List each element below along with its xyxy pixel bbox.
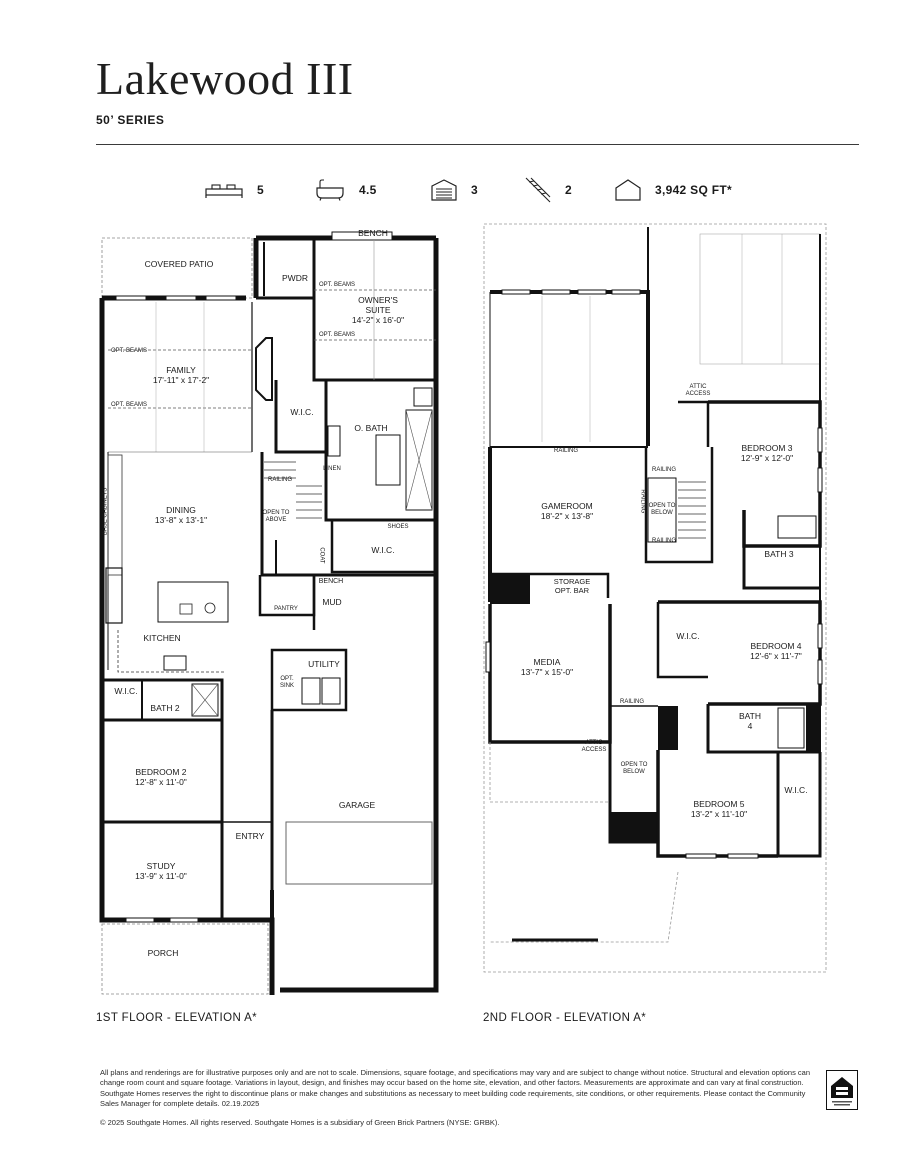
label-kitchen: KITCHEN <box>143 633 181 643</box>
label-utility: UTILITY <box>308 659 340 669</box>
label-bedroom-5: BEDROOM 5 13'-2" x 11'-10" <box>690 799 748 819</box>
label-wic-bedroom-4: W.I.C. <box>676 631 700 641</box>
label-dining: DINING 13'-8" x 13'-1" <box>154 505 208 525</box>
label-family: FAMILY 17'-11" x 17'-2" <box>152 365 210 385</box>
second-floor-drawing <box>483 223 827 973</box>
label-covered-patio: COVERED PATIO <box>144 259 214 269</box>
equal-housing-opportunity-logo <box>826 1070 858 1110</box>
spec-stories: 2 <box>525 172 572 208</box>
spec-bedrooms-value: 5 <box>257 183 264 197</box>
spec-sqft: 3,942 SQ FT* <box>615 172 732 208</box>
label-shoes: SHOES <box>387 524 409 530</box>
first-floor-plan: COVERED PATIO PWDR BENCH OPT. BEAMS OPT.… <box>96 228 442 1000</box>
label-linen: LINEN <box>323 466 341 472</box>
label-study: STUDY 13'-9" x 11'-0" <box>135 861 187 881</box>
label-bath-3: BATH 3 <box>764 549 794 559</box>
label-railing-gameroom: RAILING <box>553 448 578 454</box>
copyright-text: © 2025 Southgate Homes. All rights reser… <box>100 1118 500 1127</box>
second-floor-plan: ATTIC ACCESS BEDROOM 3 12'-9" x 12'-0" R… <box>482 222 832 982</box>
label-attic-access-lower: ATTIC ACCESS <box>581 740 607 753</box>
label-media: MEDIA 13'-7" x 15'-0" <box>520 657 574 677</box>
label-wic-owners: W.I.C. <box>290 407 314 417</box>
plan-title: Lakewood III <box>96 53 354 104</box>
stairs-icon <box>525 177 551 203</box>
specs-bar: 5 4.5 3 2 <box>205 172 765 208</box>
spec-garage-value: 3 <box>471 183 478 197</box>
label-open-to-below-entry: OPEN TO BELOW <box>620 762 648 775</box>
equal-housing-icon <box>826 1070 858 1110</box>
label-railing-stair-bottom: RAILING <box>651 538 676 544</box>
spec-sqft-value: 3,942 SQ FT* <box>655 183 732 197</box>
second-floor-caption: 2ND FLOOR - ELEVATION A* <box>483 1012 647 1024</box>
label-opt-sink: OPT. SINK <box>279 676 294 689</box>
label-wic-bedroom-5: W.I.C. <box>784 785 808 795</box>
disclaimer-text: All plans and renderings are for illustr… <box>100 1068 810 1108</box>
header-divider <box>96 144 859 145</box>
label-bench-owners: BENCH <box>358 228 388 238</box>
label-coat: COAT <box>318 547 325 564</box>
spec-stories-value: 2 <box>565 183 572 197</box>
label-pantry: PANTRY <box>274 606 298 612</box>
bed-icon <box>205 184 243 198</box>
label-bedroom-3: BEDROOM 3 12'-9" x 12'-0" <box>740 443 794 463</box>
house-icon <box>615 179 641 201</box>
series-label: 50’ SERIES <box>96 113 165 127</box>
spec-baths: 4.5 <box>315 172 377 208</box>
label-open-to-below-stair: OPEN TO BELOW <box>648 503 676 516</box>
label-bath-4: BATH 4 <box>738 711 762 731</box>
label-owners-suite: OWNER'S SUITE 14'-2" x 16'-0" <box>351 295 405 325</box>
label-railing-stair-top: RAILING <box>651 467 676 473</box>
label-attic-access-upper: ATTIC ACCESS <box>685 384 711 397</box>
bathtub-icon <box>316 179 344 201</box>
spec-baths-value: 4.5 <box>359 183 377 197</box>
spec-garage: 3 <box>431 172 478 208</box>
label-railing-f1: RAILING <box>267 477 292 483</box>
label-railing-landing: RAILING <box>619 699 644 705</box>
label-bedroom-2: BEDROOM 2 12'-8" x 11'-0" <box>135 767 187 787</box>
first-floor-drawing <box>99 231 439 995</box>
label-opt-beams-family-top: OPT. BEAMS <box>110 348 147 354</box>
label-opt-beams-family-bottom: OPT. BEAMS <box>110 402 147 408</box>
label-bench-mud: BENCH <box>318 578 344 585</box>
label-opt-beams-owners-bottom: OPT. BEAMS <box>318 332 355 338</box>
label-o-bath: O. BATH <box>354 423 388 433</box>
label-storage: STORAGE OPT. BAR <box>553 577 591 595</box>
first-floor-caption: 1ST FLOOR - ELEVATION A* <box>96 1012 258 1024</box>
label-bedroom-4: BEDROOM 4 12'-6" x 11'-7" <box>750 641 802 661</box>
label-garage: GARAGE <box>338 800 376 810</box>
label-bath-2: BATH 2 <box>150 703 180 713</box>
garage-icon <box>431 179 457 201</box>
label-wic-closet: W.I.C. <box>371 545 395 555</box>
label-wic-bath2: W.I.C. <box>114 686 138 696</box>
label-porch: PORCH <box>147 948 179 958</box>
label-gameroom: GAMEROOM 18'-2" x 13'-8" <box>540 501 594 521</box>
label-open-to-above: OPEN TO ABOVE <box>262 510 290 523</box>
label-base-cabinets: BASE CABINETS <box>102 487 109 536</box>
spec-bedrooms: 5 <box>205 172 264 208</box>
label-pwdr: PWDR <box>282 273 308 283</box>
label-mud: MUD <box>322 597 342 607</box>
label-opt-beams-owners-top: OPT. BEAMS <box>318 282 355 288</box>
label-entry: ENTRY <box>235 831 265 841</box>
